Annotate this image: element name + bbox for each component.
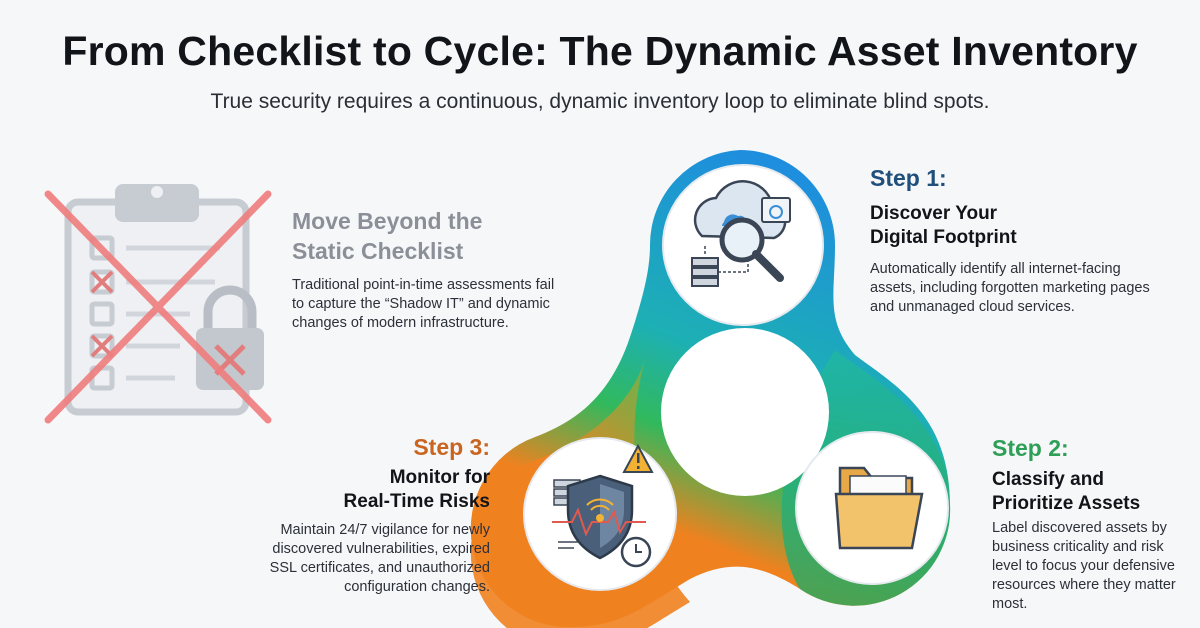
step-2-description: Label discovered assets by business crit… [992,520,1176,612]
step-2-title-line2: Prioritize Assets [992,493,1141,514]
step-2-title-line1: Classify and [992,469,1104,490]
static-checklist-heading: Move Beyond the Static Checklist [292,206,552,266]
step-3-description: Maintain 24/7 vigilance for newly discov… [269,522,490,595]
step-1-label: Step 1: [870,165,947,191]
cloud-magnifier-icon [691,180,791,287]
step-1-title-line2: Digital Footprint [870,227,1017,248]
page-subtitle: True security requires a continuous, dyn… [210,90,990,113]
step-2-title: Classify and Prioritize Assets [992,468,1192,516]
step-1-description: Automatically identify all internet-faci… [870,261,1150,315]
step-3-title-line1: Monitor for [389,467,490,488]
crossed-out-clipboard-icon [44,184,272,424]
static-checklist-heading-line1: Move Beyond the [292,208,483,234]
static-checklist-body: Traditional point-in-time assessments fa… [292,277,555,331]
cycle-diagram [470,150,951,628]
shield-alert-icon [552,443,654,568]
static-checklist-heading-line2: Static Checklist [292,238,464,264]
step-1-title-line1: Discover Your [870,203,998,224]
step-3-title-line2: Real-Time Risks [343,491,490,512]
step-3-label: Step 3: [413,434,490,460]
step-2-label: Step 2: [992,435,1069,461]
step-1-title: Discover Your Digital Footprint [870,202,1130,250]
step-3-title: Monitor for Real-Time Risks [270,466,490,514]
folder-icon [834,466,924,550]
page-title: From Checklist to Cycle: The Dynamic Ass… [62,28,1138,74]
